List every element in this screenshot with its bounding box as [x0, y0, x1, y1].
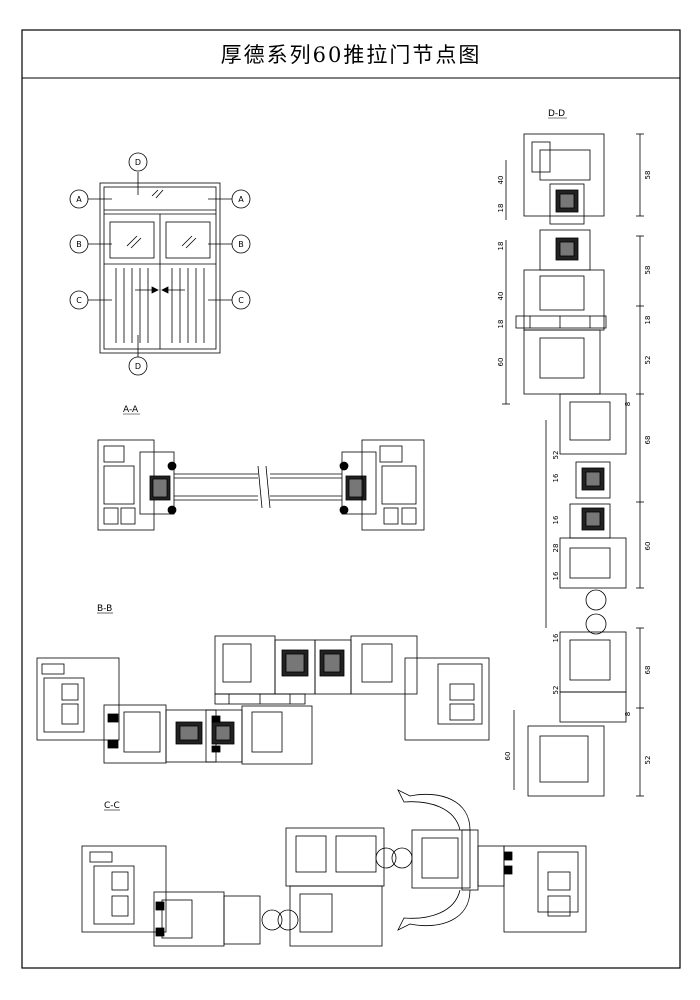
dim-label: 60: [644, 542, 652, 551]
section-label-bb: B-B: [97, 604, 112, 614]
dim-label: 40: [497, 176, 505, 185]
callout-right-c: C: [238, 296, 244, 305]
dim-label: 18: [644, 316, 652, 325]
door-elevation: [88, 172, 232, 357]
dim-label: 28: [552, 544, 560, 553]
dim-label: 16: [552, 571, 560, 580]
section-callouts: [69, 152, 251, 376]
dim-label: 40: [497, 292, 505, 301]
section-cc-profile: [81, 789, 587, 947]
callout-left-b: B: [76, 240, 82, 249]
section-label-cc: C-C: [104, 801, 120, 811]
section-label-aa: A-A: [123, 405, 139, 415]
callout-right-b: B: [238, 240, 244, 249]
dim-label: 18: [497, 204, 505, 213]
callout-top-d: D: [135, 158, 141, 167]
dim-label: 16: [552, 515, 560, 524]
dim-label: 58: [644, 171, 652, 180]
sheet-border: [21, 29, 681, 969]
callout-left-c: C: [76, 296, 82, 305]
dim-label: 8: [624, 712, 632, 716]
section-label-dd: D-D: [548, 109, 565, 119]
dim-label: 52: [552, 451, 560, 460]
dim-label: 52: [644, 356, 652, 365]
dd-dimensions-lower-left: 52 16 16 28 16 16 52 60: [504, 451, 560, 761]
section-aa-profile: [97, 439, 425, 531]
dim-label: 16: [552, 633, 560, 642]
dim-label: 52: [644, 756, 652, 765]
dim-label: 18: [497, 320, 505, 329]
section-dd-profile: [502, 133, 644, 797]
dim-label: 58: [644, 266, 652, 275]
dim-label: 52: [552, 686, 560, 695]
drawing-title: 厚德系列60推拉门节点图: [221, 43, 482, 67]
dim-label: 60: [504, 752, 512, 761]
dd-dimensions-left: 40 18 18 40 18 60: [497, 176, 505, 367]
dim-label: 16: [552, 473, 560, 482]
dim-label: 60: [497, 358, 505, 367]
dim-label: 68: [644, 436, 652, 445]
callout-right-a: A: [238, 195, 244, 204]
dim-label: 68: [644, 666, 652, 675]
callout-left-a: A: [76, 195, 82, 204]
dim-label: 18: [497, 242, 505, 251]
dim-label: 8: [624, 402, 632, 406]
callout-bottom-d: D: [135, 362, 141, 371]
dd-dimensions-lower-right: 8 68 60 68 8 52: [624, 402, 652, 765]
dd-dimensions-right: 58 58 18 52: [644, 171, 652, 365]
section-bb-profile: [36, 635, 490, 765]
